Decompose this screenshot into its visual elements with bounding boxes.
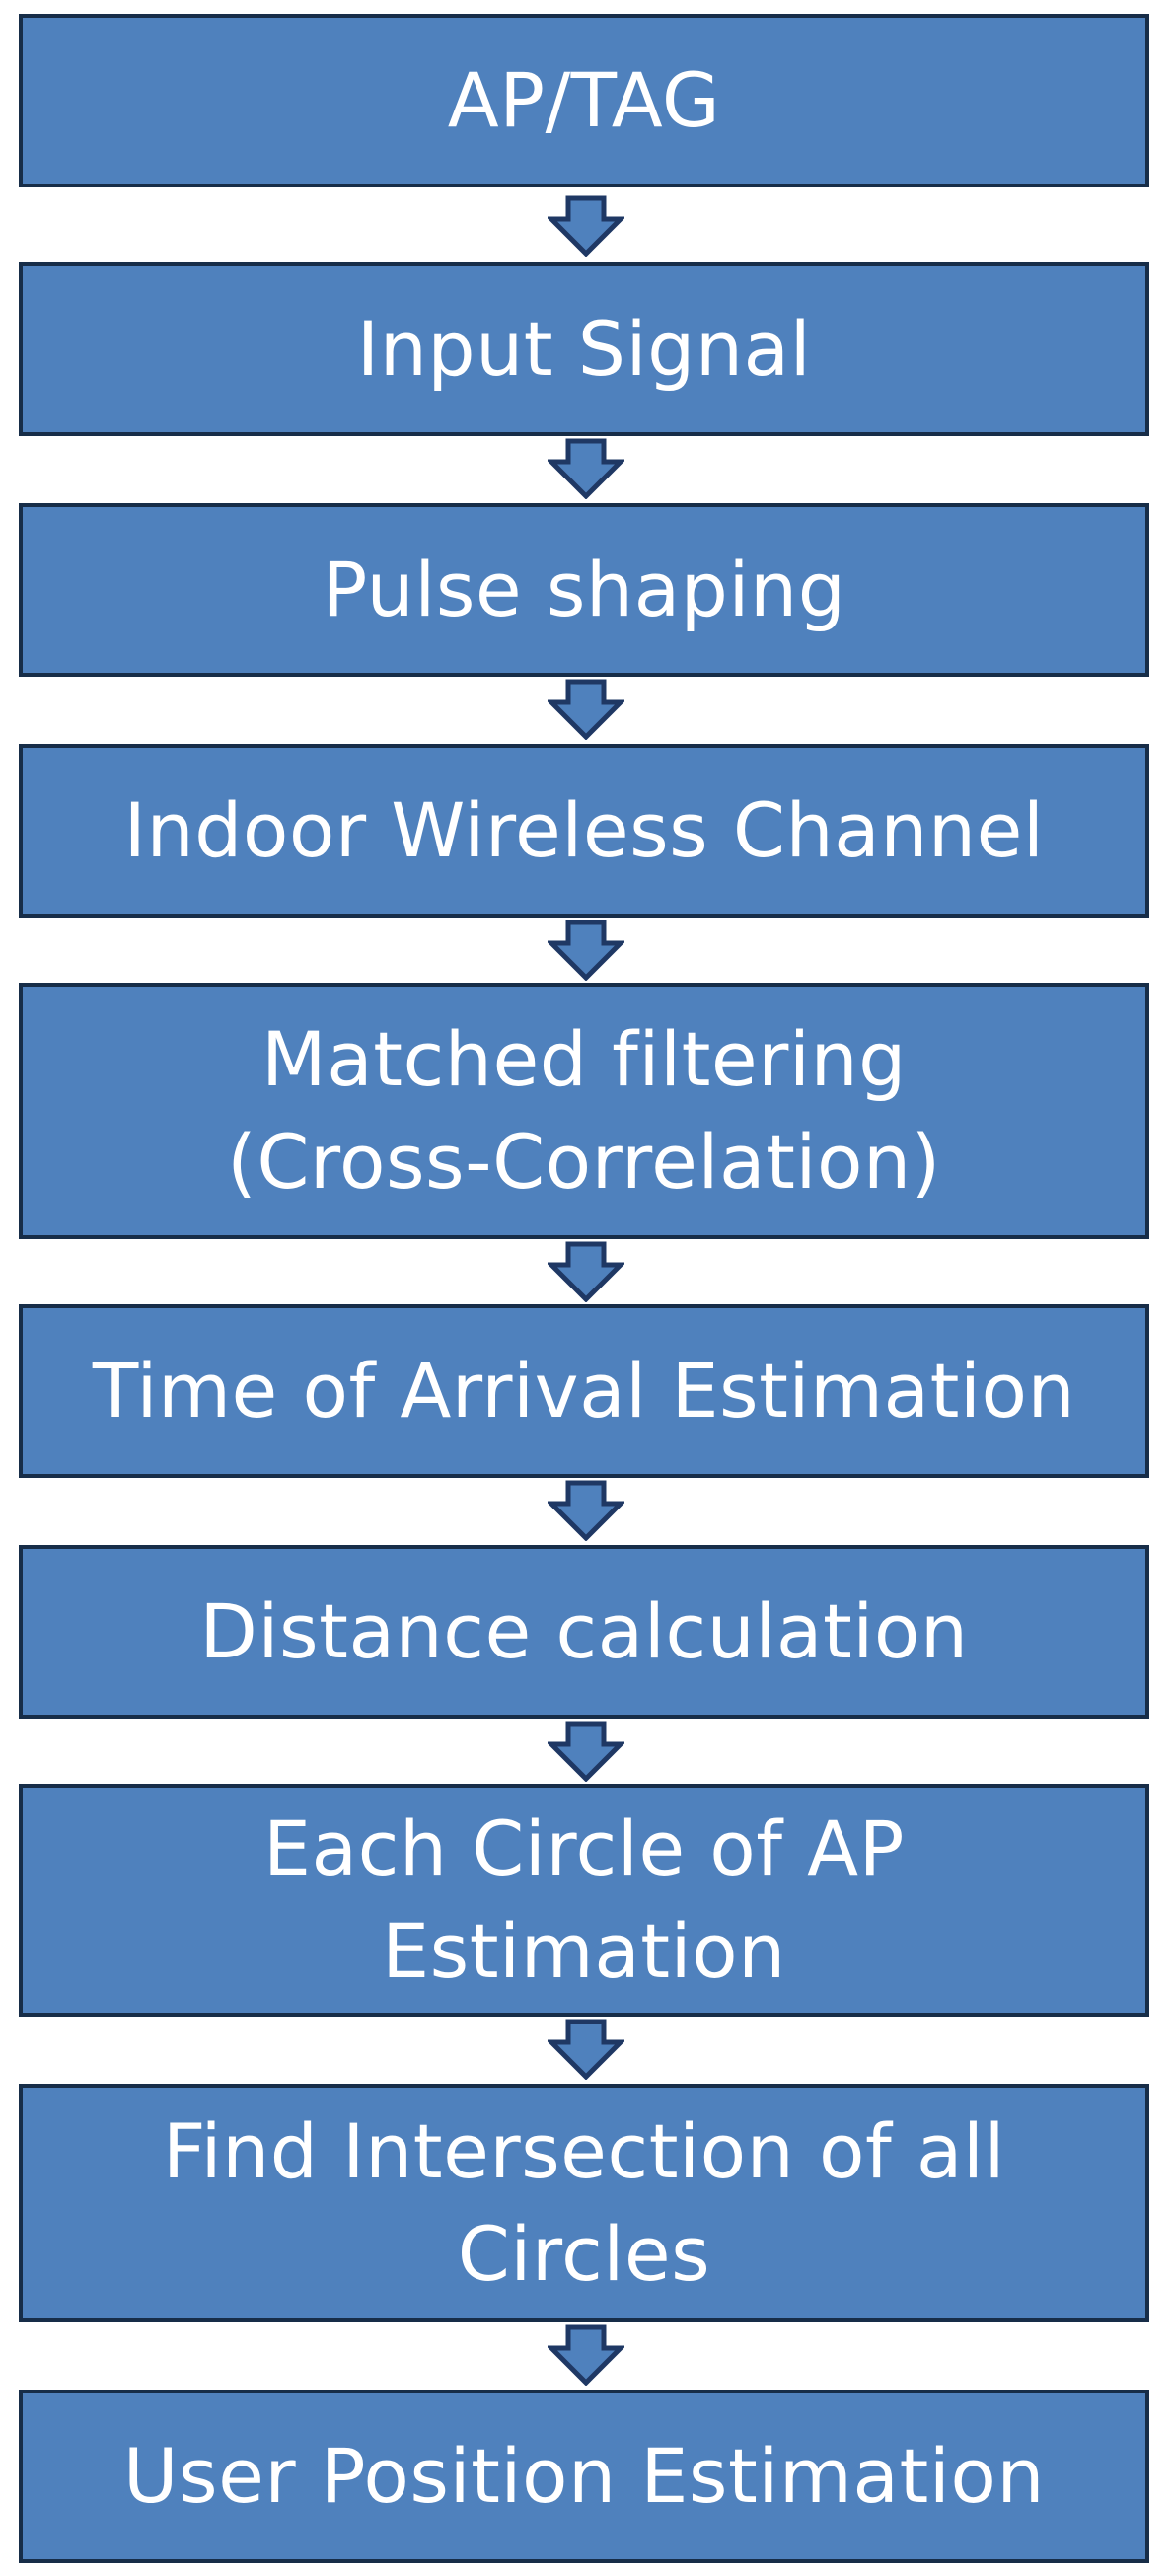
arrow-down-icon <box>548 438 624 499</box>
arrow-down-icon <box>548 1480 624 1541</box>
step-indoor-wireless-channel: Indoor Wireless Channel <box>19 744 1149 918</box>
step-input-signal: Input Signal <box>19 262 1149 436</box>
arrow-down-icon <box>548 679 624 740</box>
step-circle-estimation: Each Circle of AP Estimation <box>19 1784 1149 2017</box>
arrow-down-icon <box>548 2019 624 2080</box>
step-user-position: User Position Estimation <box>19 2390 1149 2563</box>
arrow-down-icon <box>548 2324 624 2386</box>
arrow-down-icon <box>548 1721 624 1782</box>
step-toa-estimation: Time of Arrival Estimation <box>19 1304 1149 1478</box>
step-find-intersection: Find Intersection of all Circles <box>19 2084 1149 2322</box>
step-distance-calculation: Distance calculation <box>19 1545 1149 1719</box>
step-pulse-shaping: Pulse shaping <box>19 503 1149 677</box>
arrow-down-icon <box>548 1241 624 1302</box>
step-ap-tag: AP/TAG <box>19 14 1149 187</box>
step-matched-filtering: Matched filtering (Cross-Correlation) <box>19 983 1149 1239</box>
arrow-down-icon <box>548 920 624 981</box>
arrow-down-icon <box>548 195 624 257</box>
